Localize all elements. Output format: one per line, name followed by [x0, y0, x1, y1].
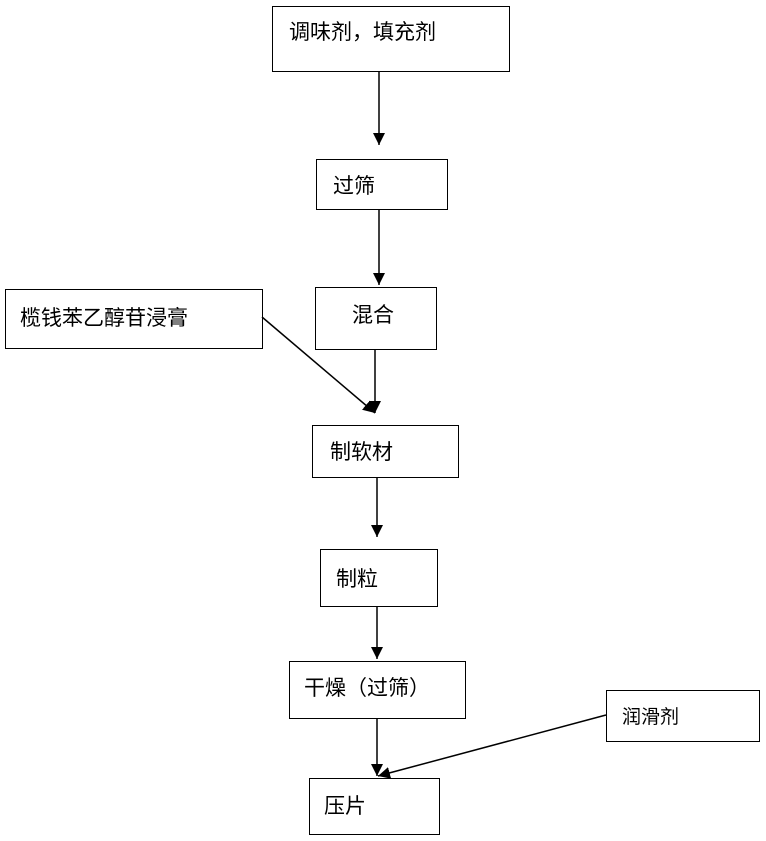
arrow-extract-to-soft-material: [262, 317, 375, 413]
arrow-lubricant-to-tableting: [378, 715, 606, 776]
